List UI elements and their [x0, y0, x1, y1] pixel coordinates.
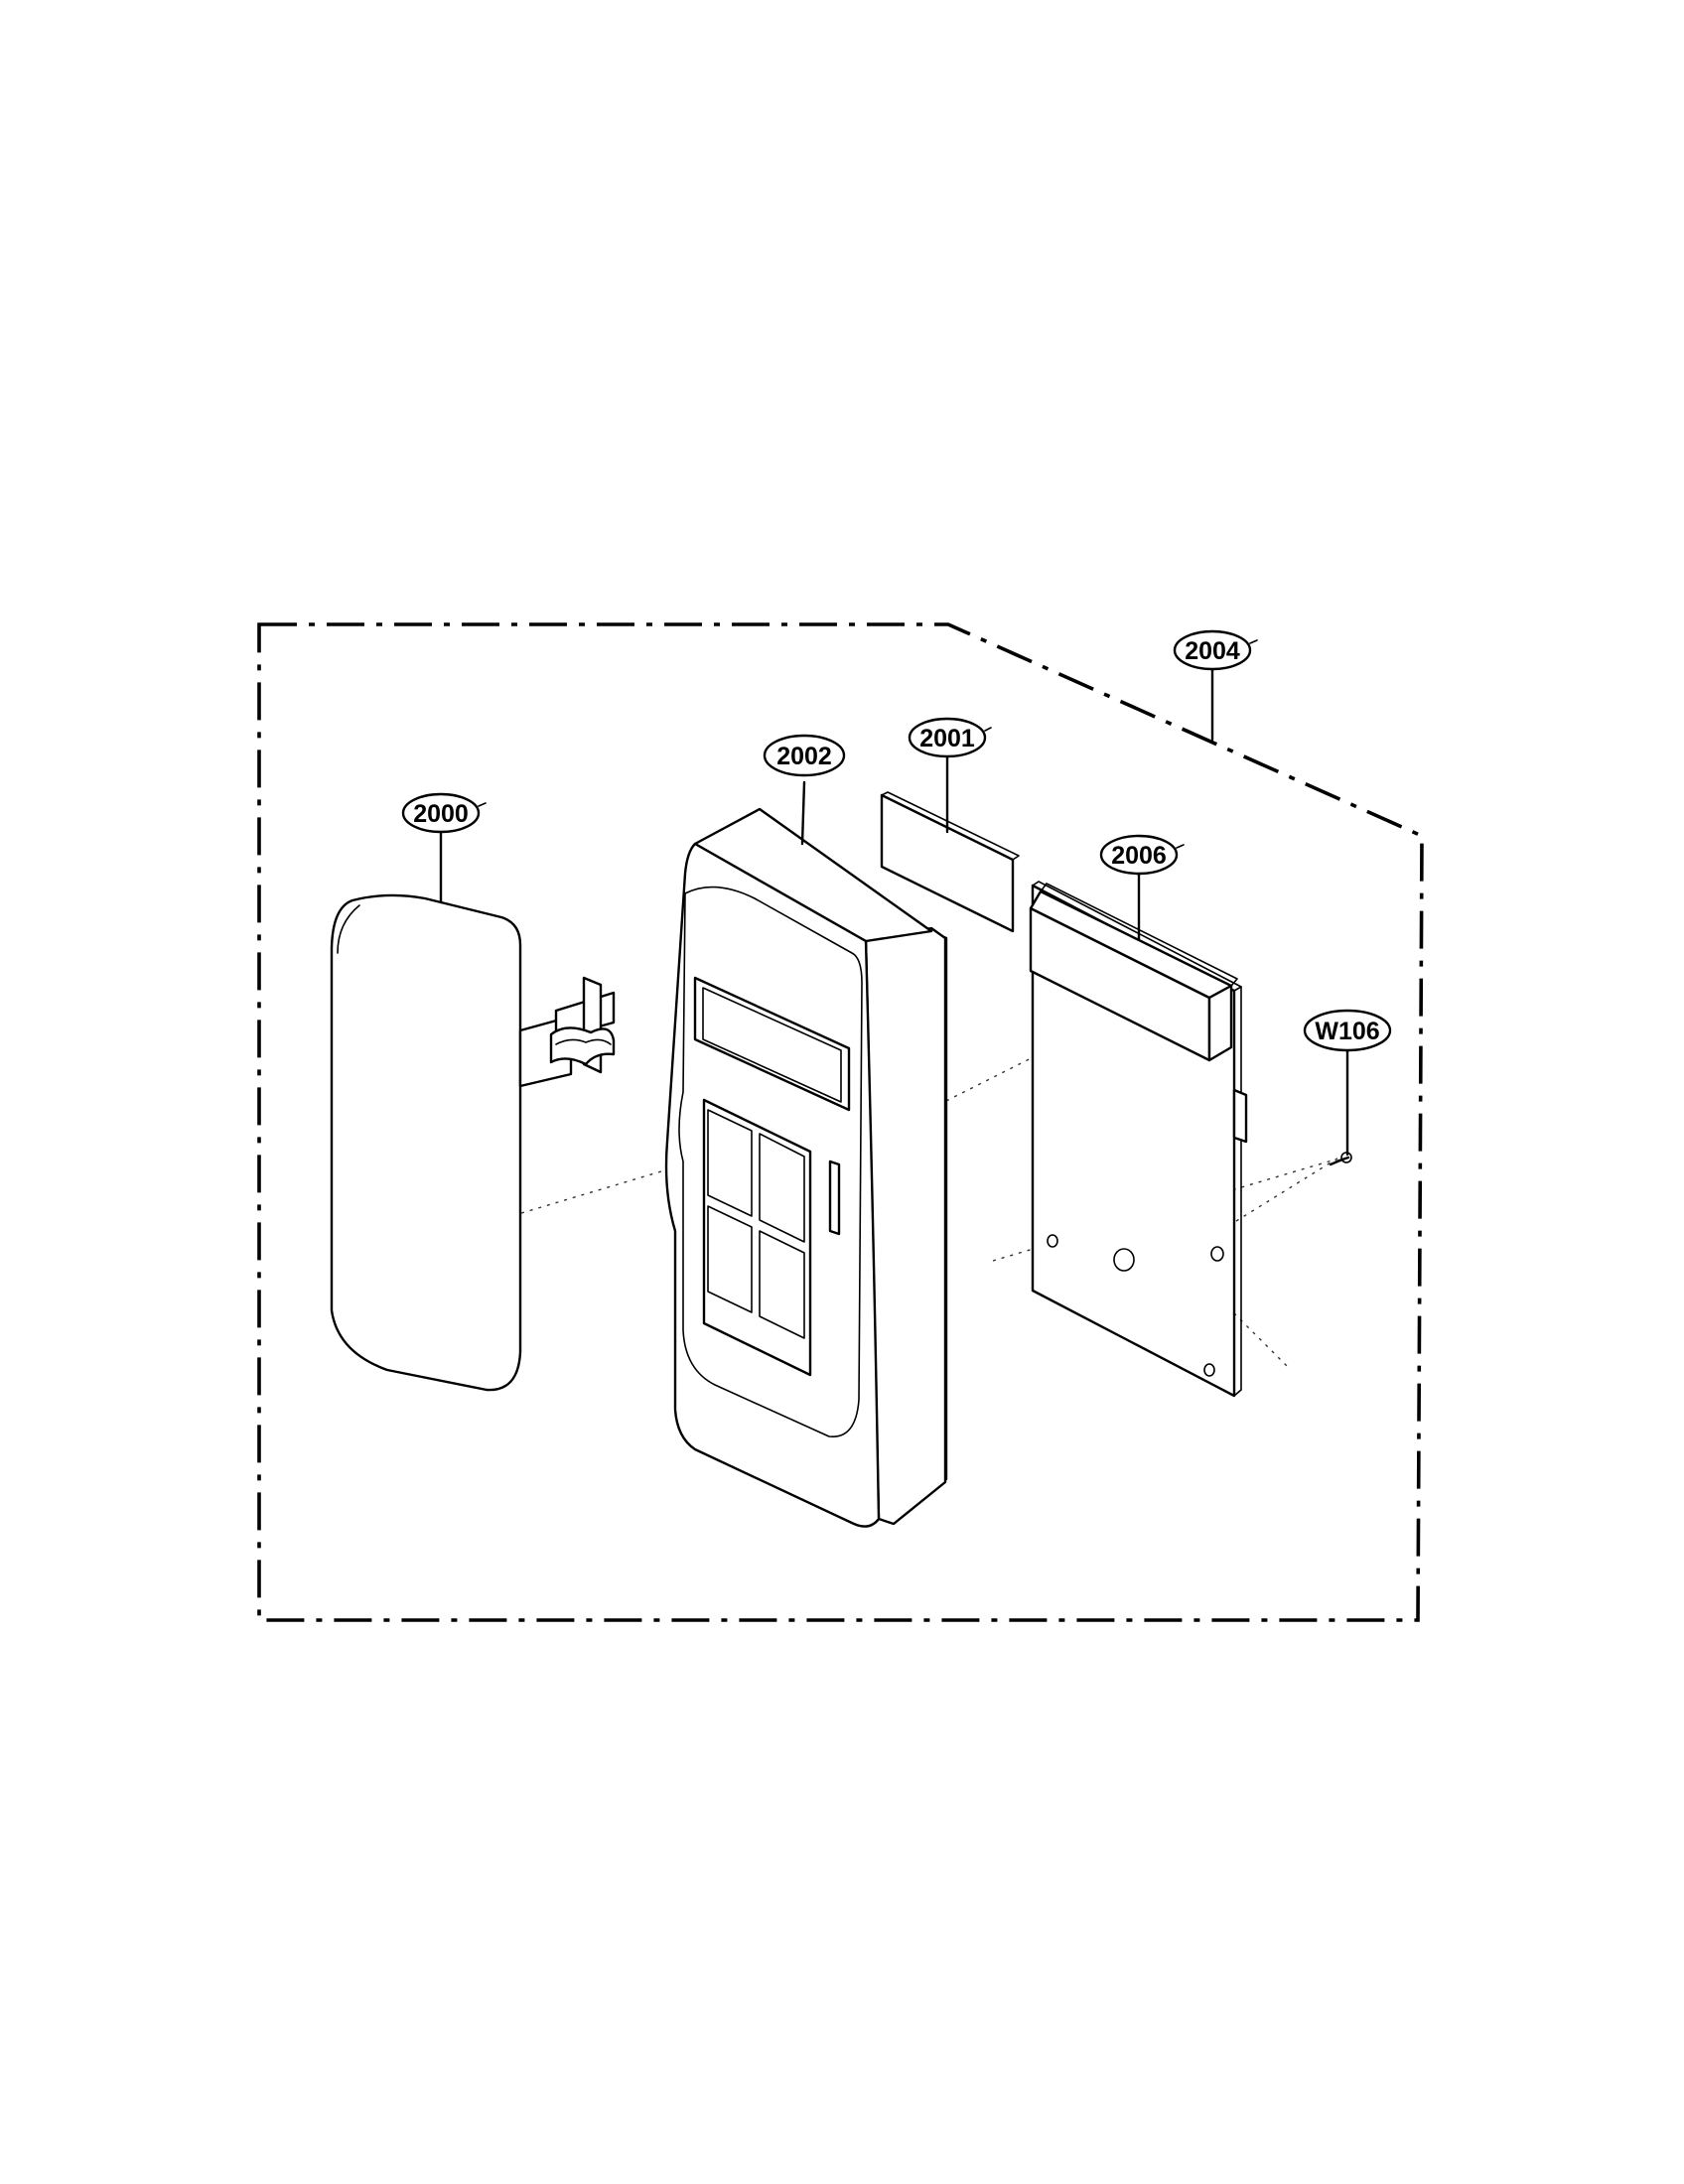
part-2002-control-panel: [664, 807, 948, 1528]
callout-2002: 2002: [763, 734, 846, 777]
callout-label-w106: W106: [1315, 1018, 1379, 1045]
part-2001-window-film: [880, 791, 1020, 933]
callout-label-2001: 2001: [919, 725, 975, 752]
callout-2004: 2004: [1173, 629, 1258, 671]
part-2006-pcb: [1029, 881, 1248, 1398]
callout-label-2004: 2004: [1185, 637, 1240, 665]
callout-label-2000: 2000: [413, 800, 469, 828]
leader-lines: [439, 666, 1349, 1157]
assembly-boundary: [257, 622, 1424, 1622]
part-2000-cover-panel: [330, 893, 616, 1392]
callout-2006: 2006: [1099, 834, 1185, 876]
callout-label-2002: 2002: [776, 743, 832, 770]
callout-w106: W106: [1303, 1009, 1392, 1052]
callout-2000: 2000: [401, 792, 487, 834]
callout-2001: 2001: [908, 717, 992, 758]
callout-label-2006: 2006: [1111, 842, 1167, 870]
